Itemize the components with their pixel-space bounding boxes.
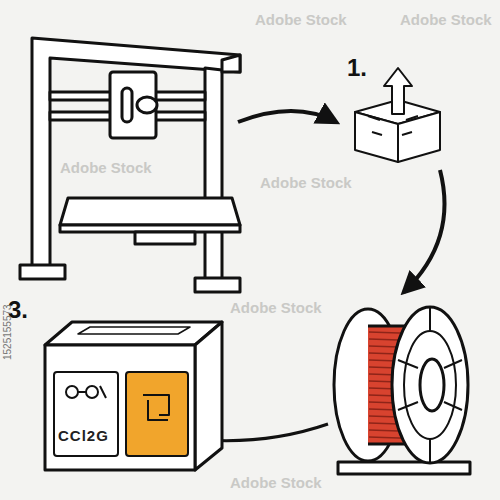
watermark: Adobe Stock: [400, 12, 492, 27]
watermark: Adobe Stock: [255, 12, 347, 27]
stock-number: 1525155573: [3, 304, 13, 360]
filament-spool: [334, 307, 470, 474]
package-box: [355, 68, 440, 162]
printed-cube: [45, 322, 222, 470]
printer-figure: [20, 38, 240, 292]
callout-number: 1.: [347, 56, 367, 80]
watermark: Adobe Stock: [60, 160, 152, 175]
watermark: Adobe Stock: [230, 475, 322, 490]
cube-marking: CCl2G: [58, 428, 109, 443]
watermark: Adobe Stock: [260, 175, 352, 190]
watermark: Adobe Stock: [230, 300, 322, 315]
